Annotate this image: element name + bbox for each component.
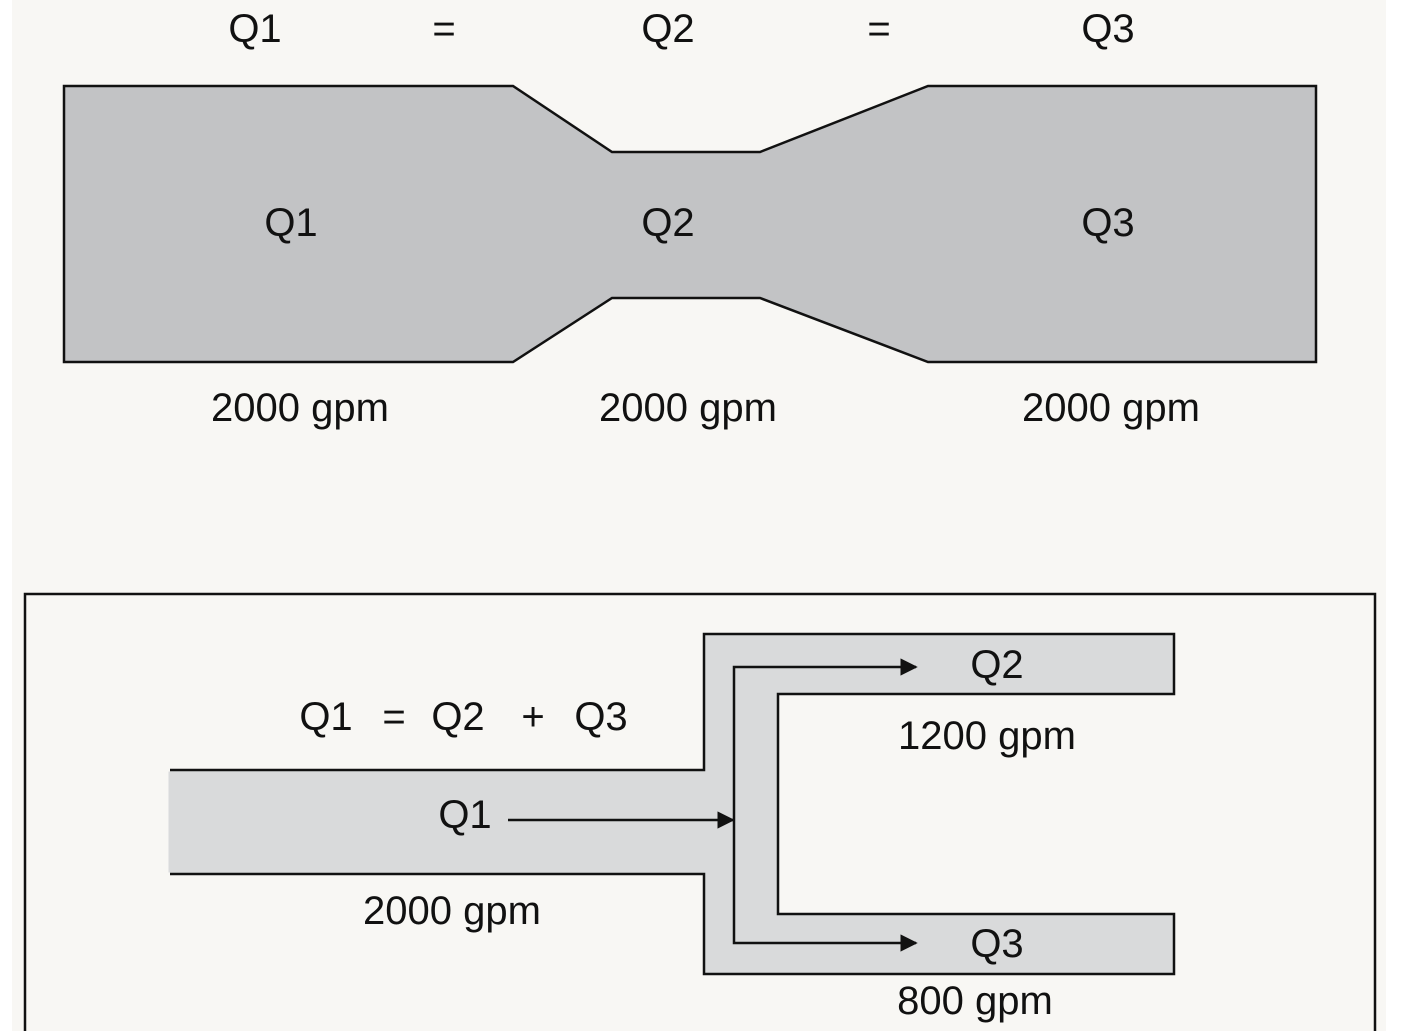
equation-q2: Q2 [431, 695, 484, 739]
header-equals-2: = [867, 7, 890, 51]
header-equals-1: = [432, 7, 455, 51]
section-label-q2: Q2 [641, 201, 694, 245]
header-q2: Q2 [641, 7, 694, 51]
branching-pipe-shape [170, 632, 1176, 976]
header-q3: Q3 [1081, 7, 1134, 51]
equation-q1: Q1 [299, 695, 352, 739]
branch-pipe-section: Q1 = Q2 + Q3 Q1 Q2 1200 gpm Q3 800 gpm 2… [23, 592, 1377, 1031]
equation-plus: + [521, 695, 544, 739]
equation-q3: Q3 [574, 695, 627, 739]
inlet-label-q1: Q1 [438, 793, 491, 837]
section-label-q1: Q1 [264, 201, 317, 245]
branch-bottom-flow-rate: 800 gpm [897, 979, 1053, 1023]
branch-top-flow-arrow [732, 658, 918, 820]
equation-equals: = [382, 695, 405, 739]
branch-top-label-q2: Q2 [970, 643, 1023, 687]
section-label-q3: Q3 [1081, 201, 1134, 245]
venturi-pipe-shape [62, 84, 1318, 364]
inlet-flow-rate: 2000 gpm [363, 889, 541, 933]
flow-rate-q1: 2000 gpm [211, 386, 389, 430]
branch-bottom-label-q3: Q3 [970, 922, 1023, 966]
branch-frame [23, 592, 1377, 1031]
flow-rate-q3: 2000 gpm [1022, 386, 1200, 430]
flow-rate-q2: 2000 gpm [599, 386, 777, 430]
branch-top-flow-rate: 1200 gpm [898, 714, 1076, 758]
branch-bottom-flow-arrow [732, 820, 918, 952]
header-q1: Q1 [228, 7, 281, 51]
series-pipe-section: Q1 = Q2 = Q3 Q1 Q2 Q3 2000 gpm 2000 gpm … [62, 7, 1318, 430]
